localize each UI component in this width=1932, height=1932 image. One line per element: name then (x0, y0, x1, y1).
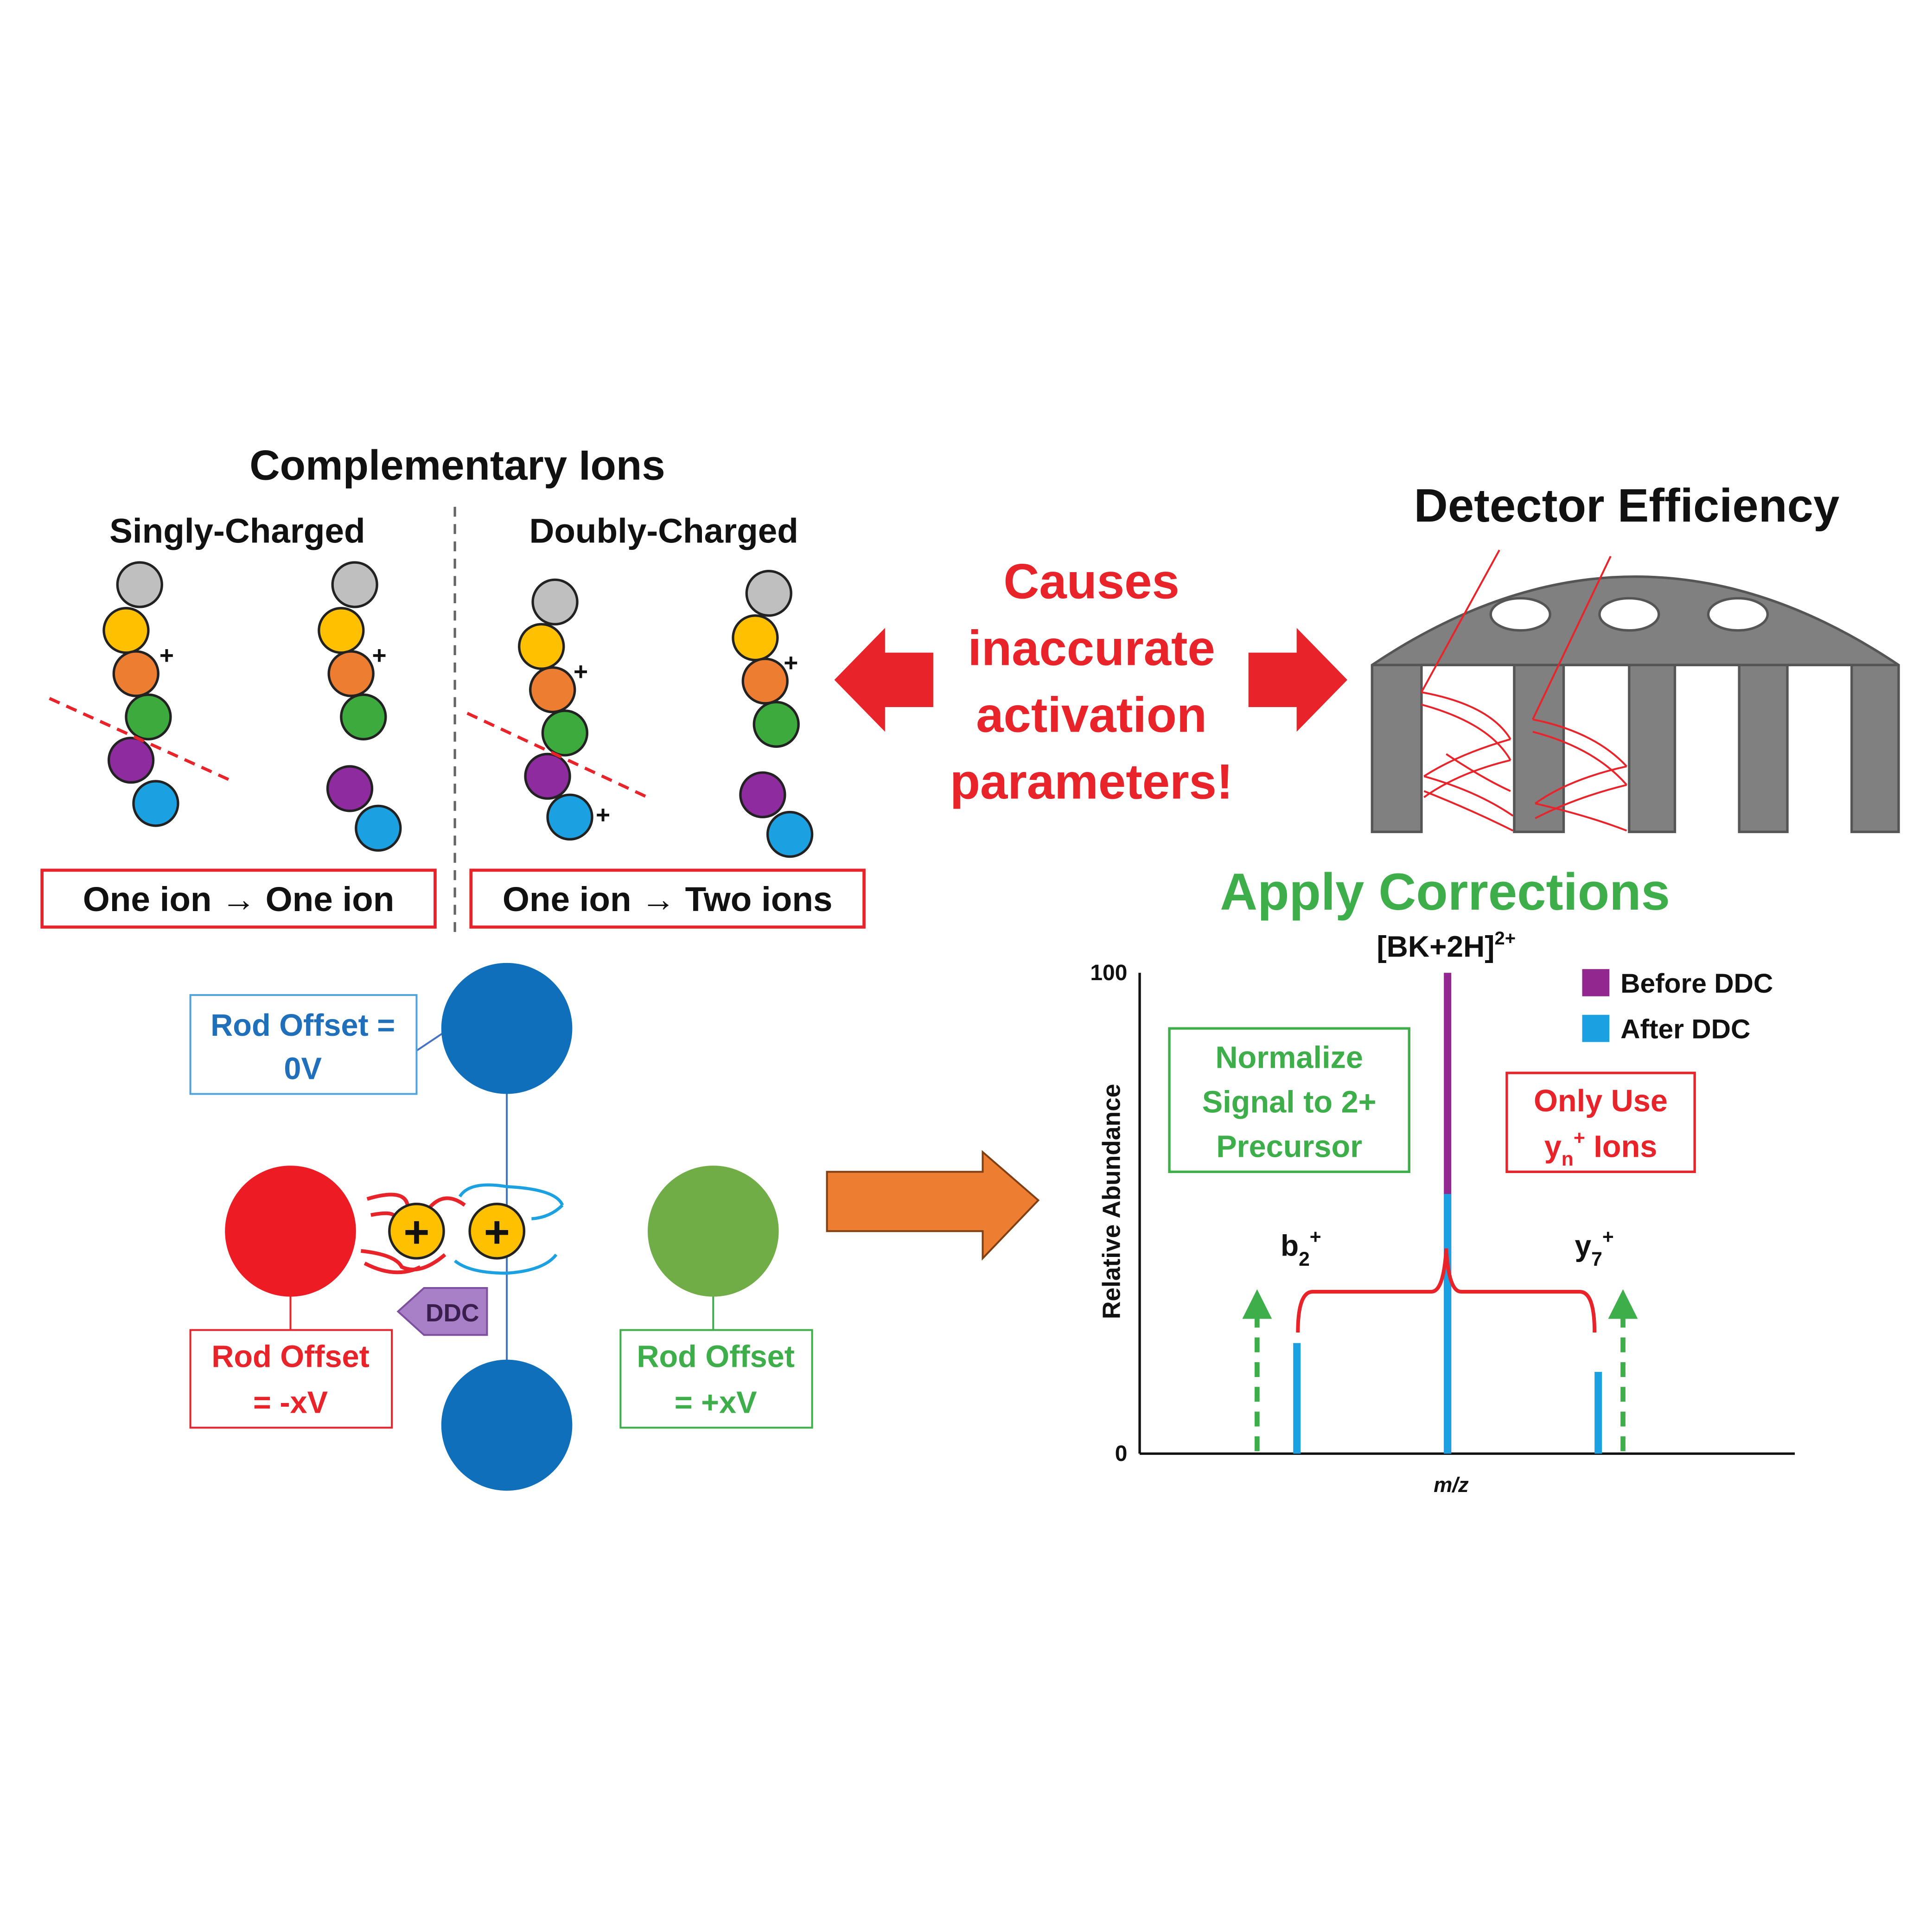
doubly-charged-label: Doubly-Charged (529, 511, 798, 550)
complement-bracket (1296, 1248, 1597, 1333)
quadrupole-panel: Rod Offset = 0V Rod Offset = -xV Rod Off… (189, 963, 813, 1491)
channel-opening (1707, 597, 1769, 632)
y-axis-label: Relative Abundance (1098, 1084, 1125, 1320)
normalize-box (1168, 1027, 1410, 1173)
ddc-arrow (396, 1287, 488, 1336)
process-arrow (826, 1150, 1040, 1261)
ion (388, 1203, 445, 1260)
corrections-title: Apply Corrections (1220, 863, 1670, 921)
normalize-line-3: Precursor (1216, 1129, 1362, 1164)
rod-bottom (441, 1359, 573, 1491)
y-tick-max: 100 (1090, 961, 1127, 985)
legend-swatch-before (1582, 969, 1610, 996)
normalize-line-2: Signal to 2+ (1202, 1085, 1377, 1119)
charge-plus: + (372, 642, 386, 670)
ion (468, 1203, 526, 1260)
rod-left-label: Rod Offset (211, 1340, 370, 1374)
legend-swatch-after (1582, 1014, 1610, 1042)
rod-right-label-box (619, 1329, 813, 1429)
only-use-box (1505, 1071, 1696, 1173)
channel-opening (1598, 597, 1660, 632)
center-line-2: inaccurate (968, 620, 1215, 676)
legend-before: Before DDC (1620, 969, 1773, 999)
rod-left (225, 1166, 356, 1297)
center-line-4: parameters! (950, 753, 1233, 809)
center-statement: Causes inaccurate activation parameters! (834, 553, 1347, 809)
doubly-box (469, 868, 866, 929)
channel-opening (1489, 597, 1551, 632)
center-line-3: activation (976, 687, 1207, 742)
right-arrow (1248, 628, 1347, 732)
peptide-fragments-doubly (732, 570, 814, 858)
peptide-chain-singly-intact (102, 561, 179, 827)
complementary-title: Complementary Ions (249, 442, 665, 489)
cleavage-line-doubly (466, 712, 651, 800)
singly-box-text: One ion → One ion (83, 880, 395, 918)
ion-plus: + (484, 1207, 510, 1257)
rod-top-value: 0V (284, 1052, 322, 1086)
b2-label: b2+ (1281, 1226, 1321, 1270)
detector-panel: Detector Efficiency (1371, 479, 1900, 833)
ddc-label: DDC (426, 1300, 479, 1327)
peak-after-b2 (1293, 1343, 1301, 1454)
peaks-layer (1293, 973, 1602, 1454)
complementary-ions-panel: Complementary Ions Singly-Charged Doubly… (40, 442, 866, 940)
charge-plus: + (784, 650, 798, 677)
precursor-label: [BK+2H]2+ (1377, 928, 1516, 963)
center-line-1: Causes (1003, 553, 1179, 609)
electron-cascade (1421, 549, 1628, 832)
only-use-line-2: yn+ Ions (1544, 1127, 1658, 1170)
corrections-panel: Apply Corrections [BK+2H]2+ 100 0 Relati… (1090, 863, 1795, 1497)
y7-label: y7+ (1575, 1226, 1614, 1270)
peptide-fragments-singly (318, 561, 402, 852)
ion-trajectory-blue (453, 1183, 564, 1275)
normalize-line-1: Normalize (1215, 1040, 1363, 1075)
cleavage-line-singly (49, 697, 233, 783)
rod-left-value: = -xV (253, 1385, 328, 1420)
left-arrow (834, 628, 933, 732)
peak-after-precursor (1444, 1194, 1452, 1454)
rod-left-label-box (189, 1329, 393, 1429)
detector-title: Detector Efficiency (1414, 479, 1840, 532)
y-tick-min: 0 (1115, 1441, 1128, 1466)
microchannel-plate (1371, 575, 1900, 833)
rod-top-label: Rod Offset = (210, 1008, 395, 1043)
charge-plus: + (574, 658, 588, 685)
peptide-chain-doubly-intact (518, 578, 593, 841)
rod-right (647, 1166, 779, 1297)
charge-plus: + (596, 802, 610, 829)
x-axis-label: m/z (1434, 1473, 1469, 1497)
singly-box (40, 868, 437, 929)
rod-top (441, 963, 573, 1094)
ion-plus: + (403, 1207, 429, 1257)
rod-top-label-box (189, 994, 418, 1095)
singly-charged-label: Singly-Charged (109, 511, 365, 550)
rod-right-value: = +xV (675, 1385, 757, 1420)
charge-plus: + (159, 642, 174, 670)
rod-right-label: Rod Offset (637, 1340, 795, 1374)
only-use-line-1: Only Use (1534, 1084, 1668, 1118)
doubly-box-text: One ion → Two ions (503, 880, 833, 918)
peak-after-y7 (1594, 1371, 1602, 1454)
legend-after: After DDC (1620, 1014, 1750, 1044)
